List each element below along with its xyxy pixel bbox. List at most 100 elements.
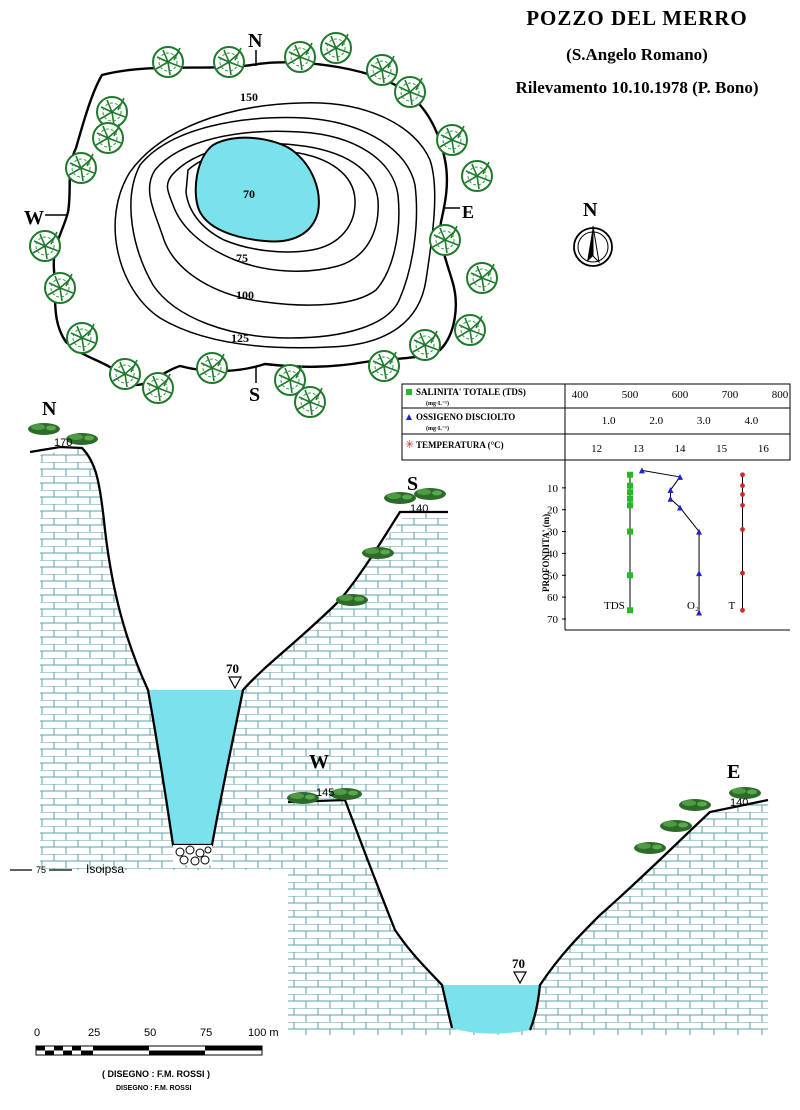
axis-1-tick-label: 4.0: [745, 415, 759, 427]
series-label: T: [729, 600, 736, 612]
map-subtitle-location: (S.Angelo Romano): [566, 45, 708, 64]
tds-point: [627, 471, 633, 478]
y-tick-label: 60: [547, 592, 559, 604]
temperature-point: [740, 502, 745, 508]
we-elev-left: 145: [316, 787, 334, 799]
y-tick-label: 40: [547, 548, 559, 560]
temperature-legend-marker-icon: ✳: [405, 439, 414, 451]
tds-point: [627, 502, 633, 509]
axis-2-tick-label: 14: [675, 443, 687, 455]
legend-oxygen: OSSIGENO DISCIOLTO: [416, 412, 515, 422]
map-subtitle-survey: Rilevamento 10.10.1978 (P. Bono): [515, 78, 759, 97]
we-label-east: E: [727, 761, 740, 783]
contour-125: [130, 116, 418, 339]
contour-label-125: 125: [231, 331, 249, 345]
ns-label-north: N: [42, 398, 57, 420]
axis-2-tick-label: 16: [758, 443, 770, 455]
scale-tick-0: 0: [34, 1027, 40, 1039]
water-level-marker-icon: [512, 971, 528, 985]
legend-tds: SALINITA' TOTALE (TDS): [416, 387, 526, 397]
oxygen-point: [696, 528, 703, 535]
axis-2-tick-label: 12: [591, 443, 602, 455]
oxygen-point: [677, 504, 683, 511]
contour-100: [148, 130, 400, 306]
y-tick-label: 20: [547, 505, 559, 517]
axis-1-tick-label: 1.0: [602, 415, 616, 427]
tds-point: [627, 489, 633, 496]
ns-elev-right: 140: [410, 503, 428, 515]
lake-level-label: 70: [243, 187, 255, 201]
temperature-point: [740, 472, 745, 478]
map-title: POZZO DEL MERRO: [526, 6, 748, 30]
axis-0-tick-label: 400: [572, 389, 589, 401]
ns-water-level-label: 70: [226, 661, 239, 676]
series-label: TDS: [604, 600, 625, 612]
north-arrow: N: [573, 199, 613, 267]
temperature-point: [740, 483, 745, 489]
cardinal-west: W: [24, 207, 44, 229]
cardinal-south: S: [249, 384, 260, 406]
oxygen-point: [696, 609, 703, 616]
oxygen-legend-marker-icon: [406, 414, 412, 420]
contour-label-150: 150: [240, 90, 258, 104]
scale-tick-75: 75: [200, 1027, 212, 1039]
legend-isoipsa: 75 Isoipsa: [10, 862, 124, 876]
ns-rock-fill: [40, 448, 448, 870]
water-level-marker-icon: [227, 676, 243, 690]
plan-lake: [194, 136, 320, 243]
contour-label-75: 75: [236, 251, 248, 265]
credit-line-1: ( DISEGNO : F.M. ROSSI ): [102, 1069, 210, 1079]
oxygen-point: [667, 487, 674, 494]
tds-point: [627, 482, 633, 489]
ns-elev-left: 170: [54, 437, 72, 449]
we-profile: [287, 798, 769, 1031]
we-elev-right: 140: [730, 797, 748, 809]
isoipsa-label: Isoipsa: [86, 862, 124, 876]
credit-line-2: DISEGNO : F.M. ROSSI: [116, 1085, 192, 1092]
chart-ylabel: PROFONDITA' (m): [541, 514, 551, 592]
axis-0-tick-label: 800: [772, 389, 789, 401]
temperature-point: [740, 607, 745, 613]
contour-150: [114, 102, 436, 349]
we-water: [442, 985, 540, 1034]
legend-temperature: TEMPERATURA (°C): [416, 440, 504, 450]
y-tick-label: 70: [547, 614, 559, 626]
ns-label-south: S: [407, 473, 418, 495]
isoipsa-value: 75: [36, 865, 46, 875]
oxygen-point: [696, 570, 703, 577]
oxygen-point: [638, 467, 645, 474]
scale-tick-100: 100 m: [248, 1027, 279, 1039]
we-water-level-label: 70: [512, 956, 525, 971]
legend-tds-unit: (mg·L⁻¹): [426, 400, 449, 407]
north-arrow-label: N: [583, 199, 598, 221]
temperature-point: [740, 526, 745, 532]
tds-point: [627, 572, 633, 579]
we-label-west: W: [309, 751, 329, 773]
oxygen-point: [677, 473, 683, 480]
cardinal-north: N: [248, 30, 263, 52]
tds-legend-marker-icon: [406, 389, 412, 395]
ns-rubble: [173, 845, 212, 866]
axis-1-tick-label: 3.0: [697, 415, 711, 427]
tds-point: [627, 607, 633, 614]
tds-point: [627, 528, 633, 535]
contour-label-100: 100: [236, 288, 254, 302]
y-tick-label: 10: [547, 483, 559, 495]
we-rock-fill: [288, 800, 768, 1035]
scale-tick-50: 50: [144, 1027, 156, 1039]
section-north-south: N S 170 140 70: [28, 398, 448, 870]
axis-0-tick-label: 700: [722, 389, 739, 401]
depth-profile-chart: SALINITA' TOTALE (TDS) (mg·L⁻¹) OSSIGENO…: [401, 383, 791, 631]
tds-point: [627, 495, 633, 502]
axis-1-tick-label: 2.0: [649, 415, 663, 427]
y-tick-label: 50: [547, 570, 559, 582]
y-tick-label: 30: [547, 527, 559, 539]
legend-oxygen-unit: (mg·L⁻¹): [426, 425, 449, 432]
oxygen-point: [667, 495, 674, 502]
plan-view: N S W E 150 125 100 75 70: [24, 30, 498, 418]
axis-2-tick-label: 15: [716, 443, 728, 455]
temperature-point: [740, 570, 745, 576]
scale-tick-25: 25: [88, 1027, 100, 1039]
